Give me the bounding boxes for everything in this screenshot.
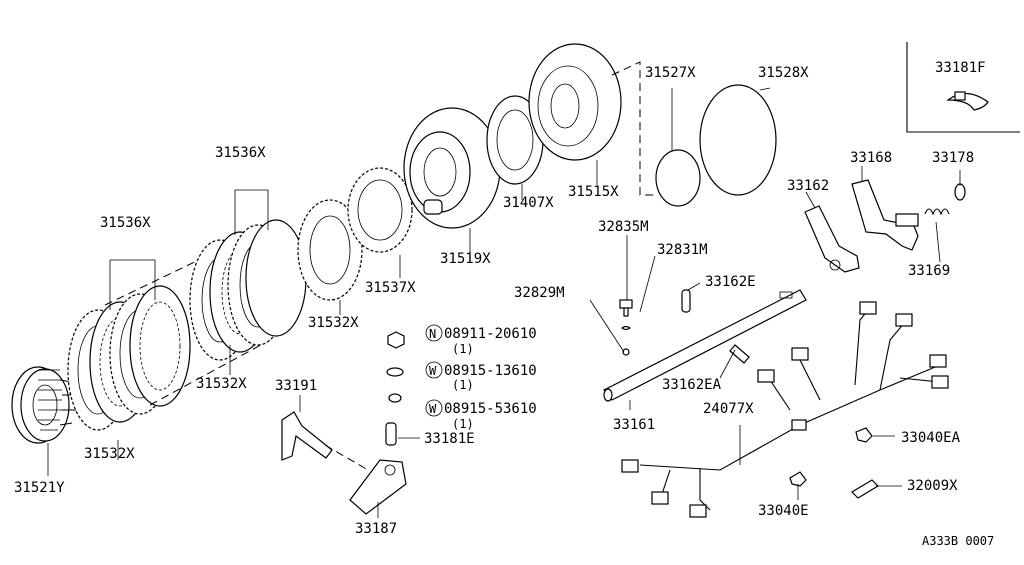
ball-32829M <box>622 348 630 356</box>
diagram-code: A333B 0007 <box>922 534 994 548</box>
label-32009X: 32009X <box>907 478 958 494</box>
o-ring-31528X <box>699 84 777 196</box>
inset-box-33181F <box>906 42 1020 133</box>
fastener-1-letter: N <box>429 327 436 341</box>
washer-08915-53610 <box>388 393 402 403</box>
piston-31519X <box>403 107 501 229</box>
nut-08911-20610 <box>387 331 405 349</box>
fastener-1-number: 08911-20610 <box>444 326 537 342</box>
label-31536X-lower: 31536X <box>100 215 151 231</box>
clip-32009X <box>851 479 879 499</box>
pin-33162EA <box>729 344 750 364</box>
label-31537X: 31537X <box>365 280 416 296</box>
pin-33162E <box>681 289 691 313</box>
label-33178: 33178 <box>932 150 974 166</box>
label-32831M: 32831M <box>657 242 708 258</box>
gasket-31527X <box>655 149 701 207</box>
label-24077X: 24077X <box>703 401 754 417</box>
fastener-callouts: N 08911-20610 (1) W 08915-13610 (1) W 08… <box>425 324 537 431</box>
label-33181F: 33181F <box>935 60 986 76</box>
leader-lines <box>47 87 961 518</box>
label-31515X: 31515X <box>568 184 619 200</box>
wire-harness-24077X <box>621 301 949 518</box>
shift-fork-33168 <box>851 179 919 251</box>
shift-fork-33162 <box>804 205 860 273</box>
label-33161: 33161 <box>613 417 655 433</box>
label-31532X-a: 31532X <box>84 446 135 462</box>
ring-33178 <box>954 183 966 201</box>
fastener-2-letter: W <box>429 364 437 378</box>
label-31519X: 31519X <box>440 251 491 267</box>
label-33162EA: 33162EA <box>662 377 722 393</box>
fastener-2-qty: (1) <box>452 378 474 392</box>
bolt-33181E <box>385 422 397 446</box>
spring-33169 <box>924 208 950 216</box>
spring-32831M <box>621 325 631 331</box>
shift-rod-33161 <box>603 289 807 402</box>
label-33162: 33162 <box>787 178 829 194</box>
lever-33191 <box>281 411 333 461</box>
lever-link <box>324 444 369 471</box>
label-31528X: 31528X <box>758 65 809 81</box>
label-33040EA: 33040EA <box>901 430 961 446</box>
retainer-31515X <box>528 43 622 161</box>
label-32829M: 32829M <box>514 285 565 301</box>
fastener-3-letter: W <box>429 402 437 416</box>
detent-bolt-32835M <box>619 299 633 317</box>
label-31521Y: 31521Y <box>14 480 65 496</box>
clutch-hub-31521Y <box>11 366 76 444</box>
label-33181E: 33181E <box>424 431 475 447</box>
part-labels: 31536X 31536X 31532X 31532X 31532X 31521… <box>14 60 986 537</box>
fastener-3-number: 08915-53610 <box>444 401 537 417</box>
fastener-1-qty: (1) <box>452 342 474 356</box>
label-31407X: 31407X <box>503 195 554 211</box>
clip-33040E <box>789 471 807 487</box>
bracket-33187 <box>349 459 407 515</box>
label-33187: 33187 <box>355 521 397 537</box>
clutch-plates-left <box>67 285 191 431</box>
label-33162E: 33162E <box>705 274 756 290</box>
label-33040E: 33040E <box>758 503 809 519</box>
label-31536X-upper: 31536X <box>215 145 266 161</box>
plate-31532X <box>297 199 363 301</box>
clutch-plates-middle <box>189 219 307 361</box>
gasket-link <box>611 61 655 196</box>
label-33168: 33168 <box>850 150 892 166</box>
label-33169: 33169 <box>908 263 950 279</box>
label-31532X-b: 31532X <box>196 376 247 392</box>
fastener-3-qty: (1) <box>452 417 474 431</box>
clip-33040EA <box>855 427 873 443</box>
label-31532X-c: 31532X <box>308 315 359 331</box>
label-32835M: 32835M <box>598 219 649 235</box>
fastener-2-number: 08915-13610 <box>444 363 537 379</box>
label-31527X: 31527X <box>645 65 696 81</box>
washer-08915-13610 <box>386 367 404 377</box>
label-33191: 33191 <box>275 378 317 394</box>
